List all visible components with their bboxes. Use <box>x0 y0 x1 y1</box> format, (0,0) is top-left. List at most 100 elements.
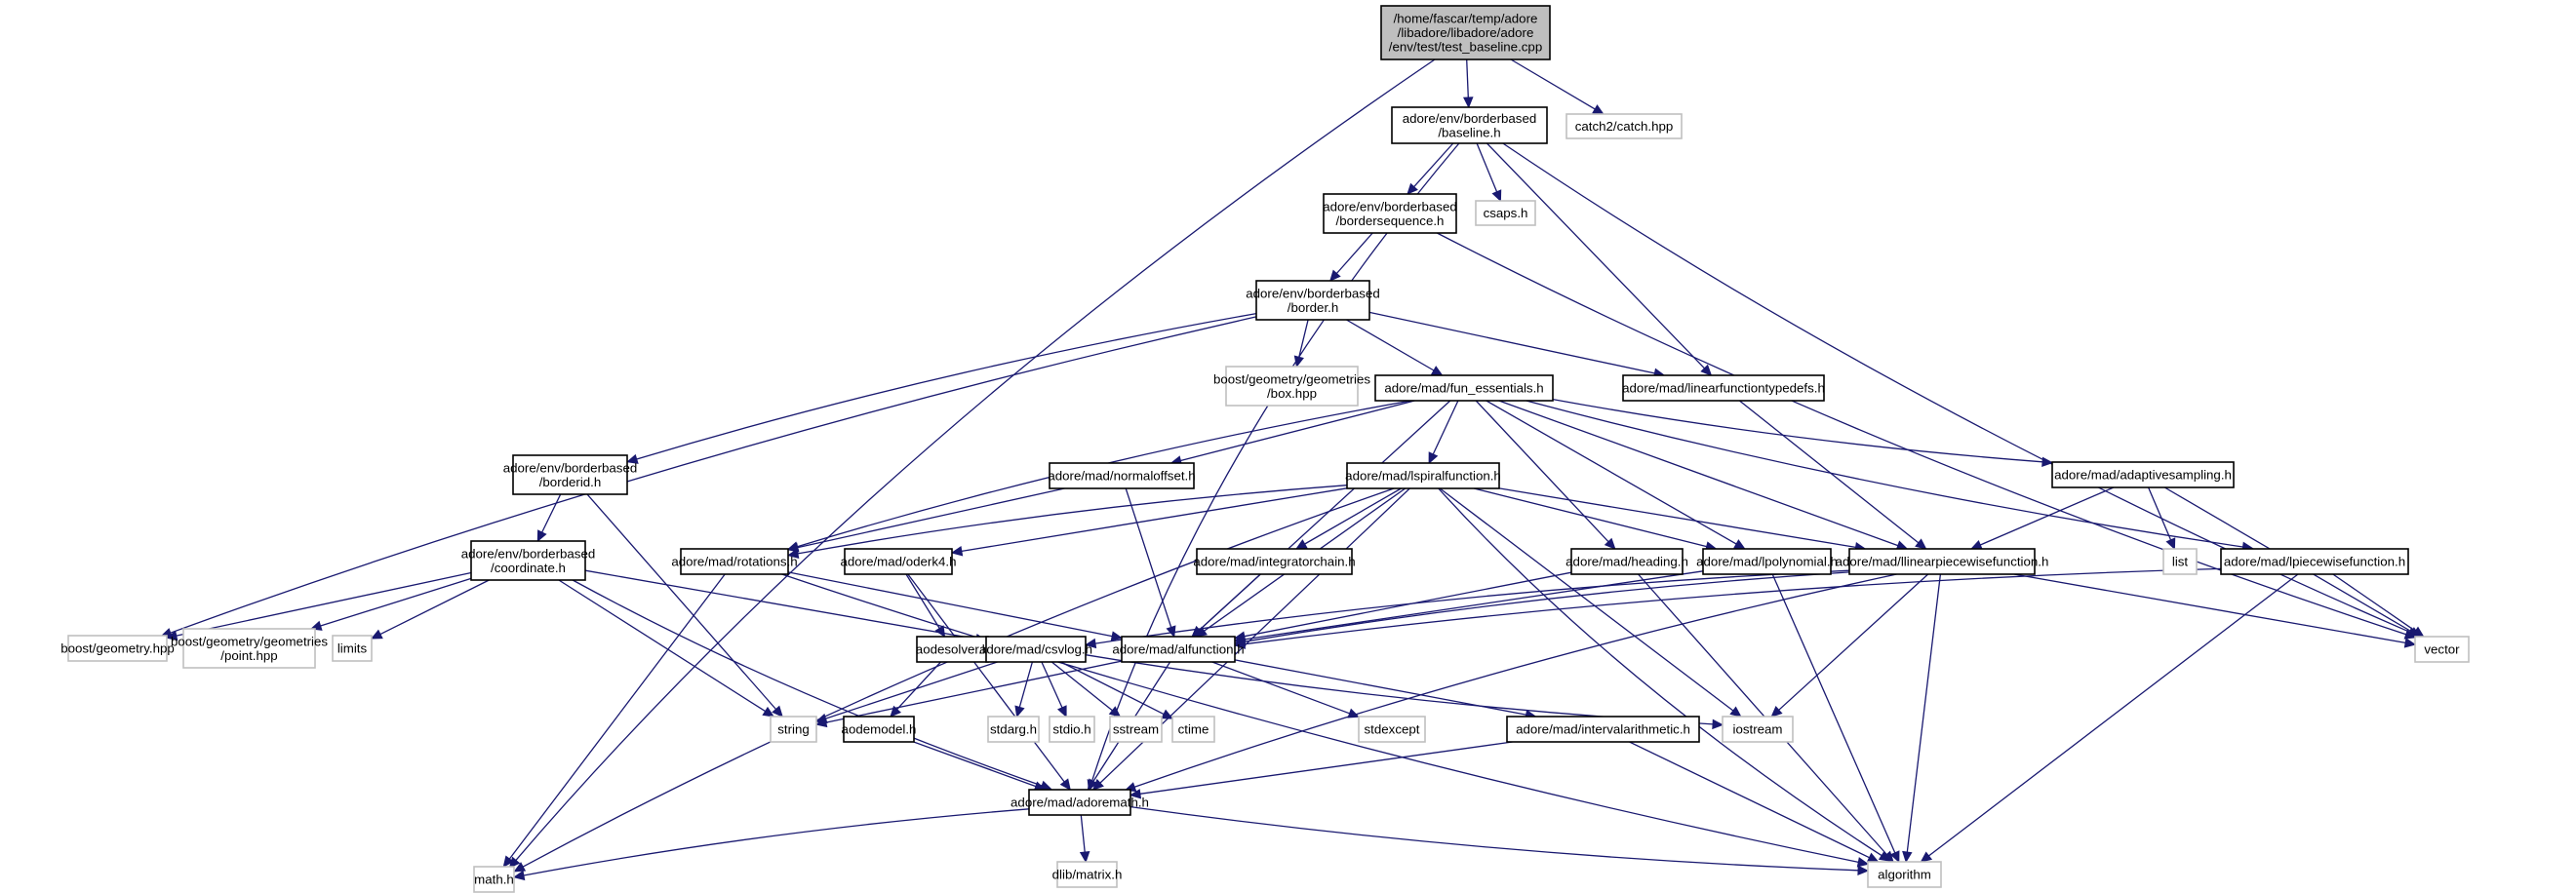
node-box-coordinate[interactable] <box>470 540 586 581</box>
edge-coordinate-to-limits <box>379 579 490 636</box>
arrowhead-fun_essentials-to-lpolynomial <box>1733 539 1746 550</box>
node-label-llinearpw-0: adore/mad/llinearpiecewisefunction.h <box>1836 555 2049 569</box>
node-box-root[interactable] <box>1380 5 1551 60</box>
node-border[interactable]: adore/env/borderbased/border.h <box>1246 280 1380 321</box>
node-list: list <box>2162 548 2198 575</box>
node-string: string <box>770 716 817 743</box>
edge-fun_essentials-to-lpiecewise <box>1526 400 2243 548</box>
arrowhead-coordinate-to-limits <box>370 629 383 640</box>
edges-layer <box>160 58 2425 881</box>
arrowhead-fun_essentials-to-heading <box>1604 537 1616 550</box>
node-box-aodesolver[interactable] <box>916 636 989 663</box>
node-lineartypedefs[interactable]: adore/mad/linearfunctiontypedefs.h <box>1622 374 1825 402</box>
node-lspiral[interactable]: adore/mad/lspiralfunction.h <box>1345 462 1501 489</box>
edge-fun_essentials-to-heading <box>1475 400 1609 543</box>
edge-normaloffset-to-rotations <box>797 487 1065 549</box>
node-label-root-0: /home/fascar/temp/adore <box>1394 12 1538 26</box>
node-label-lineartypedefs-0: adore/mad/linearfunctiontypedefs.h <box>1622 381 1825 396</box>
node-box-limits <box>332 635 373 662</box>
node-intervalarith[interactable]: adore/mad/intervalarithmetic.h <box>1506 716 1700 743</box>
edge-bordersequence-to-border <box>1335 232 1373 274</box>
arrowhead-border-to-borderid <box>626 453 639 464</box>
node-box-border[interactable] <box>1255 280 1370 321</box>
edge-fun_essentials-to-adaptivesampling <box>1552 398 2043 463</box>
node-csaps: csaps.h <box>1475 200 1536 226</box>
node-alfunction[interactable]: adore/mad/alfunction.h <box>1112 636 1245 663</box>
node-label-catch-0: catch2/catch.hpp <box>1575 119 1674 134</box>
node-box-pointhpp <box>182 628 316 669</box>
node-heading[interactable]: adore/mad/heading.h <box>1565 548 1688 575</box>
node-baseline[interactable]: adore/env/borderbased/baseline.h <box>1391 106 1548 144</box>
node-llinearpw[interactable]: adore/mad/llinearpiecewisefunction.h <box>1836 548 2049 575</box>
node-adaptivesampling[interactable]: adore/mad/adaptivesampling.h <box>2051 461 2235 488</box>
node-root[interactable]: /home/fascar/temp/adore/libadore/libador… <box>1380 5 1551 60</box>
node-oderk4[interactable]: adore/mad/oderk4.h <box>840 548 957 575</box>
edge-csvlog-to-sstream <box>1050 661 1113 712</box>
arrowhead-aodesolver-to-aodemodel <box>890 705 902 718</box>
node-box-fun_essentials[interactable] <box>1374 374 1554 402</box>
arrowhead-alfunction-to-adoremath <box>1087 778 1098 792</box>
node-box-baseline[interactable] <box>1391 106 1548 144</box>
node-dlibmatrix: dlib/matrix.h <box>1052 861 1122 888</box>
node-box-iostream <box>1722 716 1794 743</box>
edge-lspiral-to-mathh <box>522 487 1395 868</box>
node-box-aodemodel[interactable] <box>843 716 915 743</box>
arrowhead-intervalarith-to-adoremath <box>1129 789 1142 799</box>
node-label-intervalarith-0: adore/mad/intervalarithmetic.h <box>1516 722 1690 737</box>
node-label-stdexcept-0: stdexcept <box>1365 722 1420 737</box>
node-box-lspiral[interactable] <box>1346 462 1500 489</box>
node-box-integratorchain[interactable] <box>1196 548 1353 575</box>
node-box-bordersequence[interactable] <box>1323 193 1457 234</box>
edge-adaptivesampling-to-list <box>2148 486 2172 541</box>
node-box-normaloffset[interactable] <box>1049 462 1195 489</box>
node-box-stdarg <box>987 716 1040 743</box>
node-boxhpp: boost/geometry/geometries/box.hpp <box>1213 366 1370 407</box>
node-box-adoremath[interactable] <box>1028 789 1131 816</box>
node-lpiecewise[interactable]: adore/mad/lpiecewisefunction.h <box>2220 548 2409 575</box>
node-integratorchain[interactable]: adore/mad/integratorchain.h <box>1193 548 1356 575</box>
node-aodemodel[interactable]: aodemodel.h <box>842 716 917 743</box>
node-rotations[interactable]: adore/mad/rotations.h <box>671 548 798 575</box>
node-label-bordersequence-1: /bordersequence.h <box>1336 214 1445 228</box>
node-fun_essentials[interactable]: adore/mad/fun_essentials.h <box>1374 374 1554 402</box>
edge-coordinate-to-adoremath <box>572 579 1043 787</box>
node-box-lpolynomial[interactable] <box>1702 548 1832 575</box>
node-box-oderk4[interactable] <box>844 548 953 575</box>
node-lpolynomial[interactable]: adore/mad/lpolynomial.h <box>1696 548 1838 575</box>
node-box-lpiecewise[interactable] <box>2220 548 2409 575</box>
node-bordersequence[interactable]: adore/env/borderbased/bordersequence.h <box>1323 193 1457 234</box>
node-box-rotations[interactable] <box>680 548 789 575</box>
arrowhead-lpiecewise-to-algorithm <box>1920 851 1933 863</box>
edge-adoremath-to-algorithm <box>1129 805 1859 872</box>
arrowhead-csvlog-to-ctime <box>1161 709 1174 719</box>
node-csvlog[interactable]: adore/mad/csvlog.h <box>979 636 1092 663</box>
node-box-alfunction[interactable] <box>1121 636 1236 663</box>
edge-border-to-boxhpp <box>1298 319 1309 358</box>
node-normaloffset[interactable]: adore/mad/normaloffset.h <box>1048 462 1196 489</box>
edge-heading-to-algorithm <box>1638 573 1887 855</box>
edge-lspiral-to-oderk4 <box>961 487 1348 553</box>
node-label-borderid-1: /borderid.h <box>539 475 602 489</box>
node-algorithm: algorithm <box>1867 861 1942 888</box>
node-adoremath[interactable]: adore/mad/adoremath.h <box>1011 789 1149 816</box>
arrowhead-root-to-baseline <box>1463 97 1474 109</box>
node-box-llinearpw[interactable] <box>1848 548 2036 575</box>
edge-csvlog-to-ctime <box>1060 661 1165 716</box>
node-box-heading[interactable] <box>1570 548 1684 575</box>
node-coordinate[interactable]: adore/env/borderbased/coordinate.h <box>461 540 596 581</box>
edge-intervalarith-to-algorithm <box>1629 741 1870 859</box>
node-label-fun_essentials-0: adore/mad/fun_essentials.h <box>1384 381 1543 396</box>
arrowhead-rotations-to-algorithm <box>1856 857 1870 868</box>
node-box-borderid[interactable] <box>512 454 628 495</box>
node-box-adaptivesampling[interactable] <box>2051 461 2235 488</box>
edge-baseline-to-bordersequence <box>1413 142 1454 188</box>
arrowhead-fun_essentials-to-lspiral <box>1428 451 1439 465</box>
node-label-csvlog-0: adore/mad/csvlog.h <box>979 642 1092 657</box>
arrowhead-lspiral-to-integratorchain <box>1294 539 1308 550</box>
node-box-intervalarith[interactable] <box>1506 716 1700 743</box>
node-box-csvlog[interactable] <box>985 636 1087 663</box>
node-aodesolver[interactable]: aodesolver.h <box>916 636 989 663</box>
node-borderid[interactable]: adore/env/borderbased/borderid.h <box>503 454 638 495</box>
node-box-lineartypedefs[interactable] <box>1622 374 1825 402</box>
